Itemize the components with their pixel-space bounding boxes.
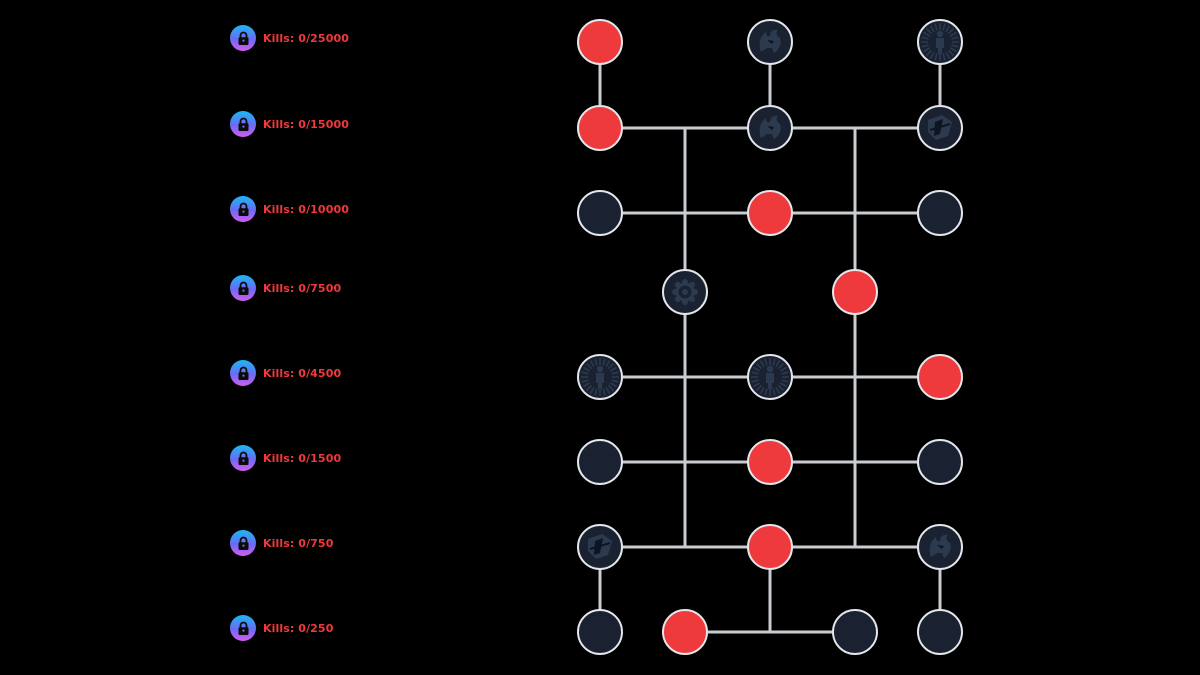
skill-node-t6-mid-active[interactable] bbox=[747, 439, 793, 485]
skill-node-circle bbox=[577, 19, 623, 65]
skill-node-circle bbox=[577, 105, 623, 151]
flame-head-icon bbox=[929, 534, 951, 558]
skill-node-circle bbox=[577, 190, 623, 236]
kills-requirement-label: Kills: 0/250 bbox=[263, 621, 334, 635]
skill-node-t8-a-locked[interactable] bbox=[577, 609, 623, 655]
skill-node-t7-right-locked[interactable] bbox=[917, 524, 963, 570]
kills-requirement-label: Kills: 0/25000 bbox=[263, 31, 349, 45]
skill-node-t5-left-locked[interactable] bbox=[577, 354, 623, 400]
skill-node-circle bbox=[577, 609, 623, 655]
tier-requirement-row: Kills: 0/1500 bbox=[230, 444, 341, 472]
shield-icon bbox=[588, 534, 612, 559]
skill-node-t4-right-active[interactable] bbox=[832, 269, 878, 315]
skill-node-circle bbox=[747, 439, 793, 485]
skill-node-circle bbox=[662, 609, 708, 655]
skill-node-t5-right-active[interactable] bbox=[917, 354, 963, 400]
skill-node-circle bbox=[747, 190, 793, 236]
kills-requirement-label: Kills: 0/10000 bbox=[263, 202, 349, 216]
skill-node-t2-mid-locked[interactable] bbox=[747, 105, 793, 151]
lock-icon bbox=[230, 615, 256, 641]
kills-requirement-label: Kills: 0/1500 bbox=[263, 451, 342, 465]
skill-node-t6-left-locked[interactable] bbox=[577, 439, 623, 485]
lock-icon bbox=[230, 196, 256, 222]
lock-icon bbox=[230, 530, 256, 556]
skill-node-t1-right-locked[interactable] bbox=[917, 19, 963, 65]
kills-requirement-label: Kills: 0/7500 bbox=[263, 281, 342, 295]
skill-node-t1-left-active[interactable] bbox=[577, 19, 623, 65]
kills-requirement-label: Kills: 0/4500 bbox=[263, 366, 342, 380]
flame-head-icon bbox=[759, 115, 781, 139]
skill-node-circle bbox=[917, 354, 963, 400]
skill-node-t3-right-locked[interactable] bbox=[917, 190, 963, 236]
tier-requirement-row: Kills: 0/4500 bbox=[230, 359, 341, 387]
skill-node-circle bbox=[917, 439, 963, 485]
skill-node-t7-left-locked[interactable] bbox=[577, 524, 623, 570]
skill-node-t8-c-locked[interactable] bbox=[832, 609, 878, 655]
flame-head-icon bbox=[759, 29, 781, 53]
skill-node-t8-b-active[interactable] bbox=[662, 609, 708, 655]
lock-icon bbox=[230, 111, 256, 137]
radiant-figure-icon bbox=[921, 23, 959, 61]
tier-requirement-row: Kills: 0/750 bbox=[230, 529, 333, 557]
lock-icon bbox=[230, 445, 256, 471]
radiant-figure-icon bbox=[581, 358, 619, 396]
shield-icon bbox=[928, 115, 952, 140]
skill-node-circle bbox=[832, 269, 878, 315]
lock-icon bbox=[230, 360, 256, 386]
radiant-figure-icon bbox=[751, 358, 789, 396]
kills-requirement-label: Kills: 0/15000 bbox=[263, 117, 349, 131]
tier-requirement-row: Kills: 0/10000 bbox=[230, 195, 349, 223]
tier-requirement-row: Kills: 0/25000 bbox=[230, 24, 349, 52]
skill-node-t6-right-locked[interactable] bbox=[917, 439, 963, 485]
skill-node-t5-mid-locked[interactable] bbox=[747, 354, 793, 400]
lock-icon bbox=[230, 275, 256, 301]
skill-node-circle bbox=[747, 524, 793, 570]
skill-node-circle bbox=[832, 609, 878, 655]
skill-node-circle bbox=[577, 439, 623, 485]
gear-icon bbox=[672, 279, 698, 305]
skill-node-t3-mid-active[interactable] bbox=[747, 190, 793, 236]
tier-requirement-row: Kills: 0/250 bbox=[230, 614, 333, 642]
lock-icon bbox=[230, 25, 256, 51]
skill-node-t7-mid-active[interactable] bbox=[747, 524, 793, 570]
skill-node-t3-left-locked[interactable] bbox=[577, 190, 623, 236]
skill-node-circle bbox=[917, 190, 963, 236]
skill-node-t8-d-locked[interactable] bbox=[917, 609, 963, 655]
tier-requirement-row: Kills: 0/7500 bbox=[230, 274, 341, 302]
skill-node-t4-left-locked[interactable] bbox=[662, 269, 708, 315]
skill-node-circle bbox=[917, 609, 963, 655]
kills-requirement-label: Kills: 0/750 bbox=[263, 536, 334, 550]
skill-node-t2-left-active[interactable] bbox=[577, 105, 623, 151]
node-layer bbox=[577, 19, 963, 655]
skill-node-t1-mid-locked[interactable] bbox=[747, 19, 793, 65]
skill-node-t2-right-locked[interactable] bbox=[917, 105, 963, 151]
tier-requirement-row: Kills: 0/15000 bbox=[230, 110, 349, 138]
